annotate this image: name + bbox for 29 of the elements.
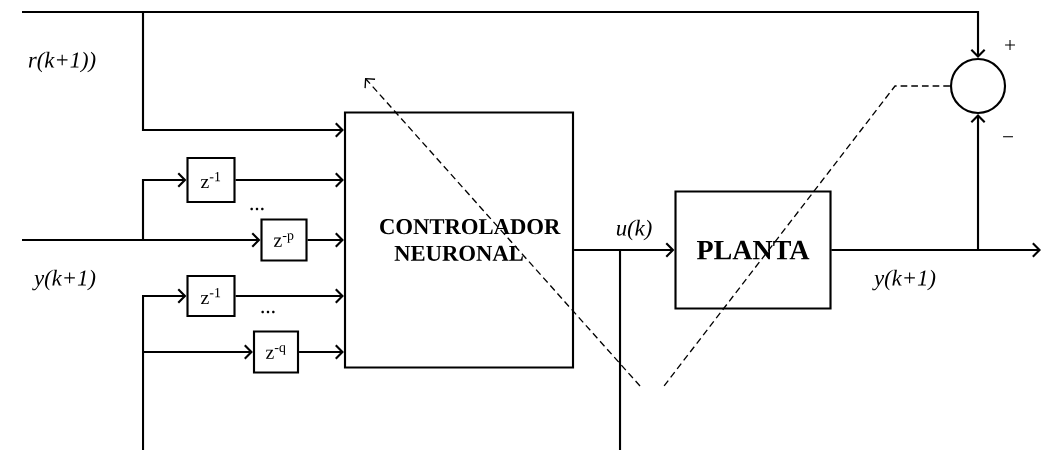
delay-box: z$^{-1}$ [186,156,236,204]
signal-line [618,250,622,450]
signal-label: y(k+1) [872,269,936,291]
arrow [235,288,344,304]
arrow [831,114,986,252]
sign-label: + [1005,40,1015,50]
arrow [143,344,253,360]
plant-box: PLANTA [674,190,832,310]
delay-box: z$^{-p}$ [260,218,308,262]
arrow [22,10,986,58]
arrow [141,288,187,450]
delay-box: z$^{-q}$ [252,330,300,374]
controller-box: CONTROLADOR NEURONAL [343,111,575,369]
signal-label: u(k) [616,219,652,241]
ellipsis: ... [250,207,264,211]
arrow [235,172,344,188]
summing-junction [949,57,1007,115]
arrow [22,232,261,248]
ellipsis: ... [261,310,275,314]
arrow [141,12,344,138]
arrow [299,344,344,360]
signal-label: y(k+1) [32,269,96,291]
sign-label: − [1003,136,1013,138]
arrow [574,242,675,258]
arrow [141,172,187,240]
delay-box: z$^{-1}$ [186,274,236,318]
dashed-arrow [364,78,951,387]
signal-label: r(k+1)) [28,51,96,73]
arrow [307,232,344,248]
